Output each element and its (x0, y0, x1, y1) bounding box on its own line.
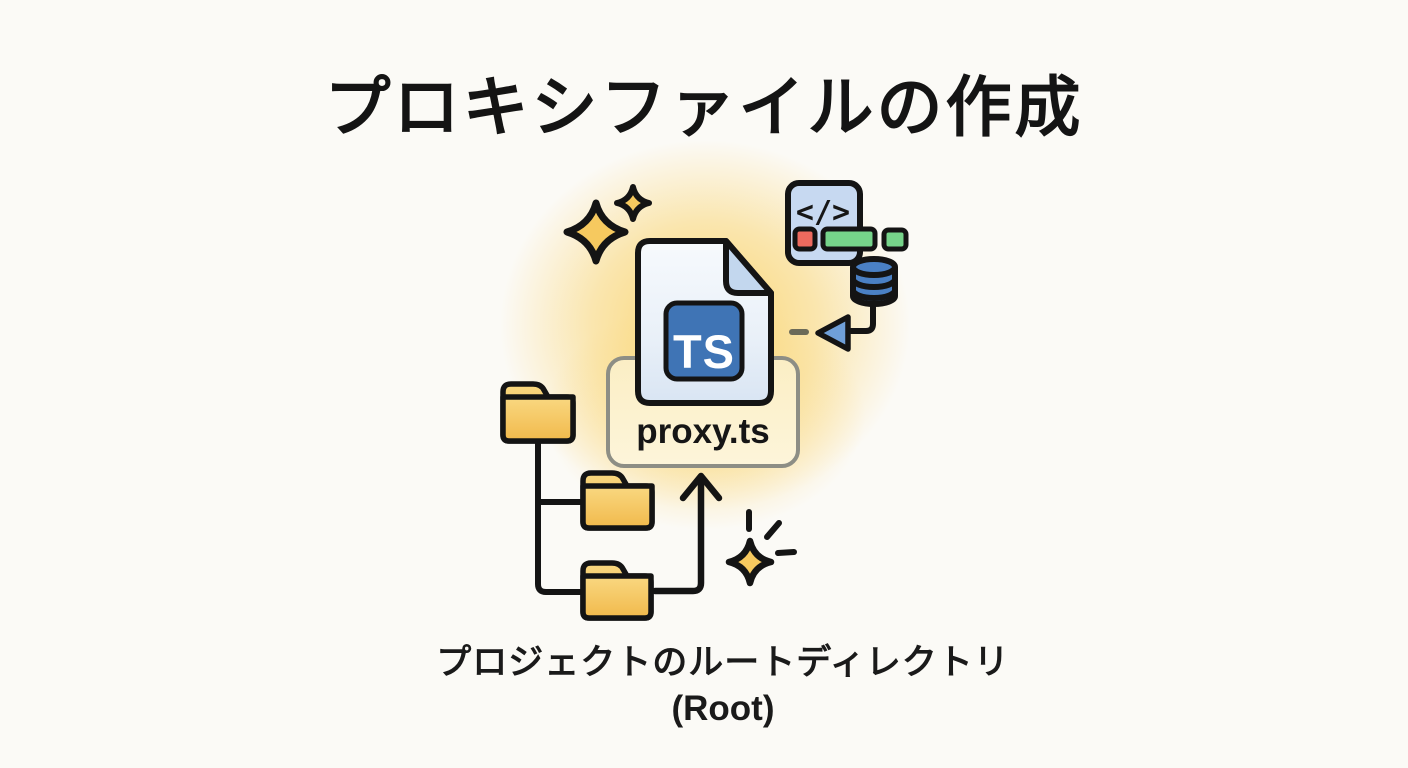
ts-file-icon: TS (635, 238, 774, 406)
sparkle-large-icon (563, 199, 629, 265)
arrowhead-left (815, 314, 851, 352)
ts-badge (663, 300, 745, 382)
code-block-green-short (881, 227, 909, 252)
sparkle-small-icon (614, 184, 652, 222)
folder-icon-child-1 (580, 470, 655, 531)
caption-line-2: (Root) (671, 689, 775, 728)
code-block-red (792, 226, 818, 252)
caption-line-1: プロジェクトのルートディレクトリ (436, 643, 1010, 682)
folder-icon-child-2 (580, 560, 654, 621)
code-block-green-long (820, 226, 878, 252)
folder-tree-lines (535, 439, 584, 595)
page-title: プロキシファイルの作成 (324, 70, 1084, 144)
database-icon (850, 256, 898, 307)
up-arrow (651, 472, 723, 595)
ts-badge-label: TS (673, 325, 735, 378)
code-window-icon: </> (785, 180, 909, 266)
code-glyph: </> (796, 195, 850, 230)
return-arrow (789, 304, 876, 352)
file-name-label: proxy.ts (636, 412, 770, 451)
file-fold-corner (723, 238, 774, 296)
caption: プロジェクトのルートディレクトリ (Root) (363, 634, 1083, 729)
sparkle-burst-icon (725, 509, 797, 587)
folder-icon-root (500, 381, 576, 444)
